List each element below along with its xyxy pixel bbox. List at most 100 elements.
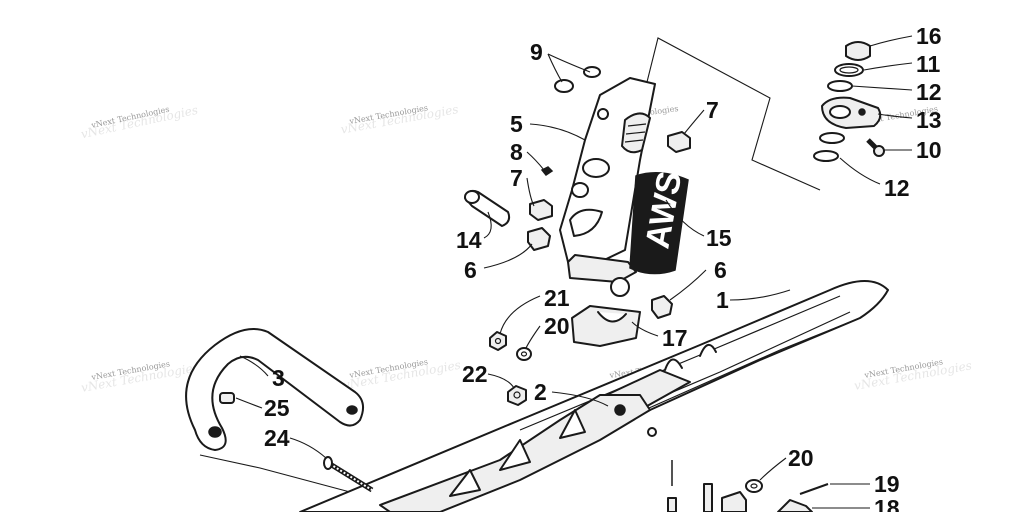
- leader-9: [547, 53, 563, 83]
- spindle-foot: [567, 254, 637, 283]
- leader-13: [877, 113, 913, 119]
- washer: [819, 132, 845, 144]
- leader-24: [289, 437, 327, 459]
- saddle-bolt-part: [614, 404, 626, 416]
- leader-9: [547, 53, 591, 73]
- bushing: [667, 131, 691, 153]
- callout-9: 9: [530, 39, 543, 65]
- callout-1: 1: [716, 287, 729, 313]
- leader-6b: [669, 269, 707, 301]
- handle-bushing-part: [219, 392, 235, 404]
- cap: [845, 41, 871, 61]
- callout-19: 19: [874, 471, 900, 497]
- leader-20: [525, 325, 541, 349]
- spindle-part: [559, 77, 656, 297]
- leader-8: [526, 151, 545, 171]
- saddle-bolt: [614, 404, 626, 416]
- washer: [583, 66, 601, 78]
- bolt-10-part: [866, 138, 885, 157]
- callout-7: 7: [706, 97, 719, 123]
- nut-hole: [513, 391, 521, 399]
- bolt-head: [323, 456, 333, 470]
- leader-11: [863, 62, 913, 71]
- callout-12-lower: 12: [884, 175, 910, 201]
- handle-loop: [185, 328, 365, 451]
- spindle-slot: [582, 158, 610, 178]
- frame-web: [449, 469, 481, 497]
- callout-labels: 9 7 5 8 7 14 6 15 6 16 11 12 13 10 12 1 …: [264, 23, 942, 512]
- grease-fitting-8-part: [540, 166, 554, 177]
- handle-bolt-hole: [346, 405, 358, 415]
- washer-20-lower-part: [745, 479, 763, 493]
- washer: [813, 150, 839, 162]
- callout-8: 8: [510, 139, 523, 165]
- callout-5: 5: [510, 111, 523, 137]
- spacer: [527, 227, 551, 251]
- handle-bracket: [199, 454, 381, 501]
- watermark-1: vNext Technologies vNext Technologies: [80, 103, 200, 141]
- callout-6: 6: [464, 257, 477, 283]
- callout-18: 18: [874, 495, 900, 512]
- washer-hole: [520, 351, 528, 357]
- stud: [703, 483, 713, 512]
- assembly-bracket-lines: [199, 37, 821, 501]
- handle-bolt-hole: [208, 426, 222, 438]
- watermark-6: vNext Technologies vNext Technologies: [342, 357, 462, 392]
- leader-1: [729, 289, 791, 301]
- leader-25: [235, 397, 263, 409]
- leader-lines: [235, 35, 913, 509]
- washer: [745, 479, 763, 493]
- decal-shape: [629, 172, 689, 275]
- leader-12: [851, 85, 913, 91]
- callout-15: 15: [706, 225, 732, 251]
- callout-13: 13: [916, 107, 942, 133]
- ski-handle-part: [185, 328, 365, 451]
- steering-arm-clamp: [821, 96, 882, 129]
- snap-ring: [834, 63, 864, 77]
- ski-edge-line: [639, 317, 861, 413]
- leader-12b: [839, 157, 881, 185]
- callout-10: 10: [916, 137, 942, 163]
- bushing: [529, 199, 553, 221]
- callout-21: 21: [544, 285, 570, 311]
- clamp-bolt-hole: [858, 108, 866, 116]
- callout-7-lower: 7: [510, 165, 523, 191]
- bumper-block: [571, 305, 641, 347]
- callout-22: 22: [462, 361, 488, 387]
- callout-17: 17: [662, 325, 688, 351]
- clamp-13-part: [821, 96, 882, 129]
- bushing-14-part: [464, 189, 511, 227]
- leader-7b: [526, 177, 535, 207]
- frame-web: [499, 439, 531, 471]
- bushing-7-upper-part: [667, 131, 691, 153]
- bushing-end: [464, 190, 480, 204]
- cotter-pin: [799, 483, 829, 495]
- washer: [554, 79, 574, 93]
- leader-5: [529, 123, 586, 141]
- spindle-cap-bracket: [639, 37, 821, 191]
- leader-22: [487, 373, 515, 389]
- washer-12-lower-part: [813, 132, 845, 162]
- leader-16: [869, 35, 913, 47]
- callout-3: 3: [272, 365, 285, 391]
- callout-20: 20: [544, 313, 570, 339]
- stud: [667, 497, 677, 512]
- leader-14: [483, 211, 492, 239]
- lock-nut: [507, 385, 527, 406]
- callout-25: 25: [264, 395, 290, 421]
- leader-20b: [759, 457, 787, 481]
- callout-11: 11: [916, 51, 941, 77]
- spacer-6-right-part: [651, 295, 673, 319]
- washer-12-upper-part: [827, 80, 853, 92]
- spindle-top-hole: [597, 108, 609, 120]
- callout-24: 24: [264, 425, 290, 451]
- leader-15: [665, 199, 705, 237]
- ski-rib: [699, 344, 717, 357]
- leader-6: [483, 243, 533, 269]
- wear-bar: [777, 499, 813, 512]
- callout-6-right: 6: [714, 257, 727, 283]
- spacer-6-left-part: [527, 227, 551, 251]
- leader-17: [631, 321, 659, 337]
